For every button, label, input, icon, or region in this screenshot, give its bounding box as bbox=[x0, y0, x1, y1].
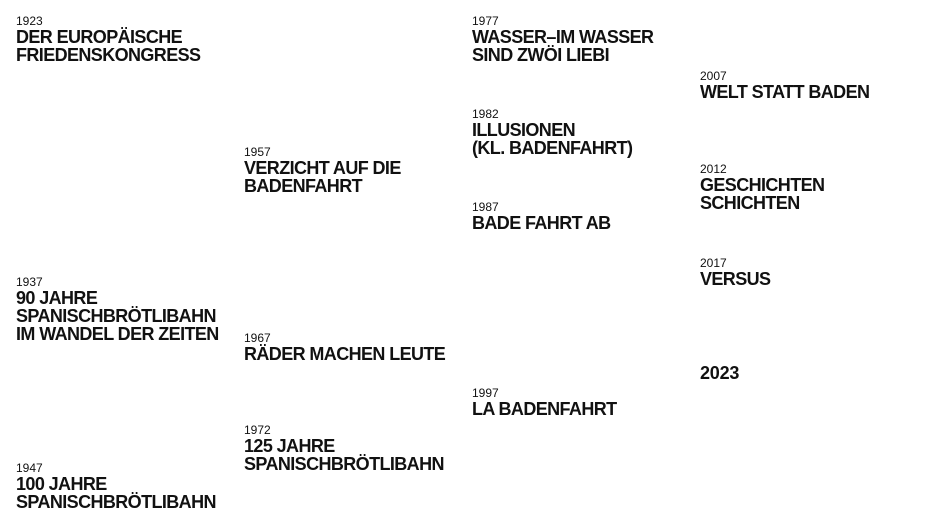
entry-year: 1947 bbox=[16, 461, 43, 475]
entry-title-line: BADENFAHRT bbox=[244, 176, 363, 196]
entry-title-line: SPANISCHBRÖTLIBAHN bbox=[244, 454, 444, 474]
entry-year: 1987 bbox=[472, 200, 499, 214]
entry-title: GESCHICHTEN SCHICHTEN bbox=[700, 175, 825, 213]
entry-title-line: ILLUSIONEN bbox=[472, 120, 576, 140]
entry-title: ILLUSIONEN (KL. BADENFAHRT) bbox=[472, 120, 633, 158]
entry-year: 1967 bbox=[244, 331, 271, 345]
entry-title: LA BADENFAHRT bbox=[472, 400, 617, 418]
entry-title: VERZICHT AUF DIE BADENFAHRT bbox=[244, 159, 401, 195]
timeline-entry-2017[interactable]: 2017 VERSUS bbox=[700, 256, 771, 289]
timeline-entry-1937[interactable]: 1937 90 JAHRE SPANISCHBRÖTLIBAHN IM WAND… bbox=[16, 275, 219, 344]
timeline-entry-1967[interactable]: 1967 RÄDER MACHEN LEUTE bbox=[244, 331, 446, 364]
entry-title: WELT STATT BADEN bbox=[700, 82, 870, 102]
entry-title-line: WELT STATT BADEN bbox=[700, 82, 870, 102]
entry-year: 1957 bbox=[244, 145, 271, 159]
timeline-entry-1982[interactable]: 1982 ILLUSIONEN (KL. BADENFAHRT) bbox=[472, 107, 633, 158]
entry-title: 2023 bbox=[700, 364, 739, 382]
entry-title-line: BADE FAHRT AB bbox=[472, 213, 611, 233]
entry-title-line: WASSER–IM WASSER bbox=[472, 27, 654, 47]
entry-year: 1982 bbox=[472, 107, 499, 121]
entry-title: RÄDER MACHEN LEUTE bbox=[244, 344, 446, 364]
entry-year: 2012 bbox=[700, 162, 727, 176]
entry-year: 1977 bbox=[472, 14, 499, 28]
timeline-entry-1987[interactable]: 1987 BADE FAHRT AB bbox=[472, 200, 611, 233]
entry-title-line: 100 JAHRE bbox=[16, 474, 107, 494]
entry-title: 90 JAHRE SPANISCHBRÖTLIBAHN IM WANDEL DE… bbox=[16, 289, 219, 343]
entry-year: 1923 bbox=[16, 14, 43, 28]
entry-title: WASSER–IM WASSER SIND ZWÖI LIEBI bbox=[472, 27, 654, 65]
timeline-entry-1923[interactable]: 1923 DER EUROPÄISCHE FRIEDENSKONGRESS bbox=[16, 14, 201, 65]
entry-year: 1972 bbox=[244, 423, 271, 437]
entry-title-line: GESCHICHTEN bbox=[700, 175, 825, 195]
timeline-entry-1957[interactable]: 1957 VERZICHT AUF DIE BADENFAHRT bbox=[244, 145, 401, 196]
entry-title-line: SIND ZWÖI LIEBI bbox=[472, 45, 610, 65]
entry-title-line: LA BADENFAHRT bbox=[472, 399, 617, 419]
entry-title-line: RÄDER MACHEN LEUTE bbox=[244, 344, 446, 364]
entry-title-line: SPANISCHBRÖTLIBAHN bbox=[16, 492, 216, 512]
entry-title-line: VERSUS bbox=[700, 269, 771, 289]
timeline-entry-1997[interactable]: 1997 LA BADENFAHRT bbox=[472, 386, 617, 419]
timeline-entry-2012[interactable]: 2012 GESCHICHTEN SCHICHTEN bbox=[700, 162, 825, 213]
timeline-entry-1977[interactable]: 1977 WASSER–IM WASSER SIND ZWÖI LIEBI bbox=[472, 14, 654, 65]
timeline-entry-2023[interactable]: 2023 bbox=[700, 364, 739, 382]
entry-title-line: FRIEDENSKONGRESS bbox=[16, 45, 201, 65]
entry-year: 2007 bbox=[700, 69, 727, 83]
entry-title: DER EUROPÄISCHE FRIEDENSKONGRESS bbox=[16, 27, 201, 65]
entry-title-line: SPANISCHBRÖTLIBAHN bbox=[16, 306, 216, 326]
timeline-entry-1947[interactable]: 1947 100 JAHRE SPANISCHBRÖTLIBAHN bbox=[16, 461, 216, 512]
entry-title-line: DER EUROPÄISCHE bbox=[16, 27, 183, 47]
entry-title-line: 2023 bbox=[700, 363, 740, 383]
entry-title-line: 90 JAHRE bbox=[16, 288, 98, 308]
entry-year: 2017 bbox=[700, 256, 727, 270]
timeline-entry-2007[interactable]: 2007 WELT STATT BADEN bbox=[700, 69, 870, 102]
timeline-entry-1972[interactable]: 1972 125 JAHRE SPANISCHBRÖTLIBAHN bbox=[244, 423, 444, 474]
entry-title: 125 JAHRE SPANISCHBRÖTLIBAHN bbox=[244, 437, 444, 473]
entry-title-line: (KL. BADENFAHRT) bbox=[472, 138, 633, 158]
entry-year: 1937 bbox=[16, 275, 43, 289]
entry-title-line: 125 JAHRE bbox=[244, 436, 335, 456]
entry-title: VERSUS bbox=[700, 269, 771, 289]
entry-title-line: IM WANDEL DER ZEITEN bbox=[16, 324, 219, 344]
entry-title-line: VERZICHT AUF DIE bbox=[244, 158, 401, 178]
entry-title-line: SCHICHTEN bbox=[700, 193, 800, 213]
entry-title: 100 JAHRE SPANISCHBRÖTLIBAHN bbox=[16, 475, 216, 511]
entry-year: 1997 bbox=[472, 386, 499, 400]
entry-title: BADE FAHRT AB bbox=[472, 214, 611, 232]
